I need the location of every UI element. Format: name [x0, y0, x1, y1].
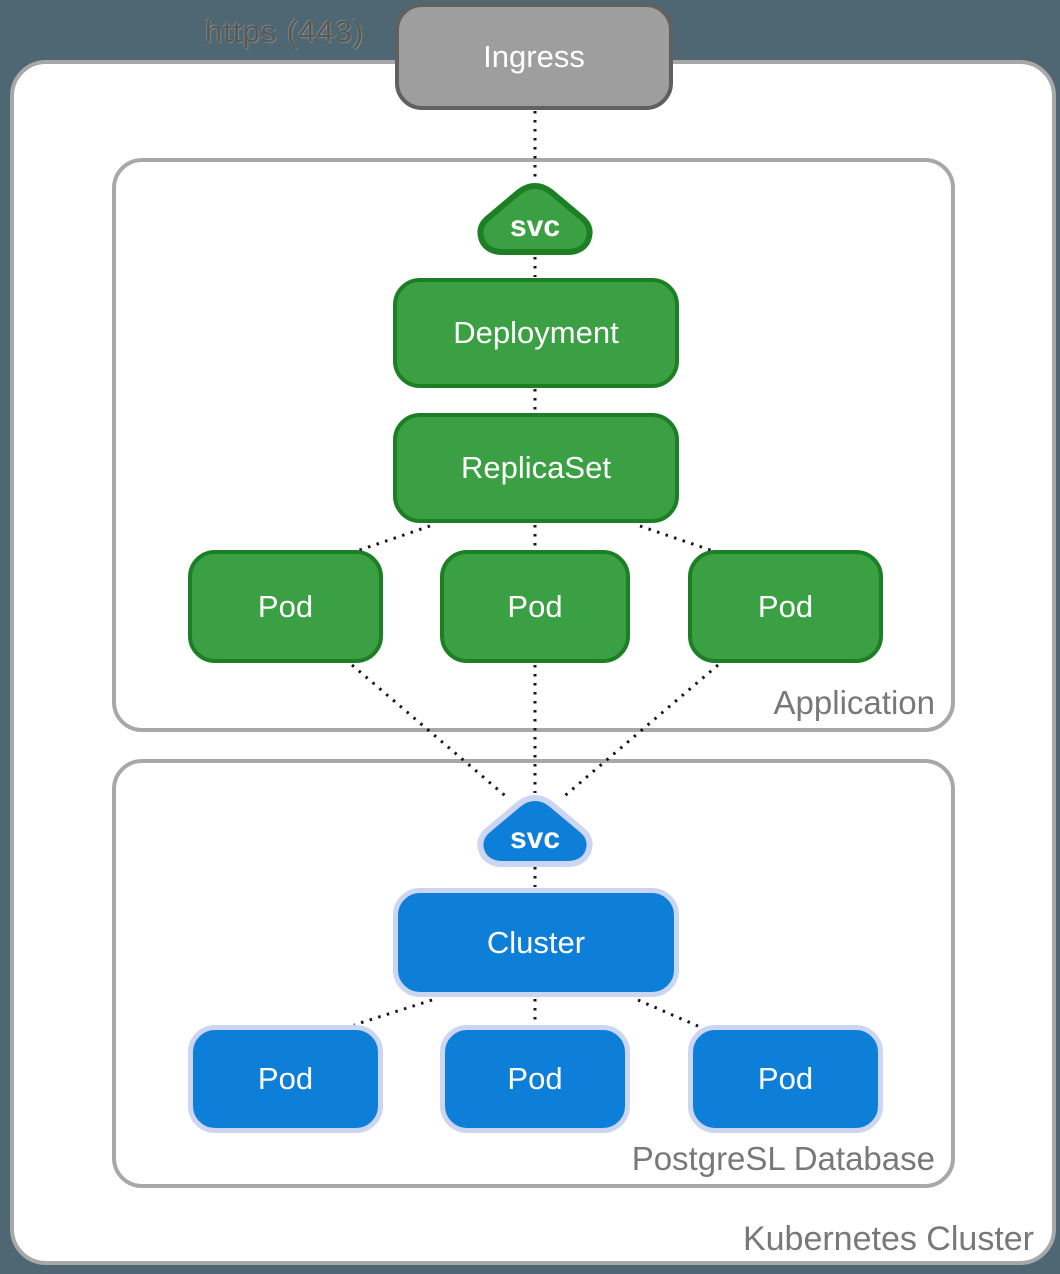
db-cluster-node: Cluster: [393, 888, 679, 997]
db-pod-node-3: Pod: [688, 1025, 883, 1133]
pod-node-label: Pod: [257, 588, 314, 624]
db-pod-node-2: Pod: [440, 1025, 630, 1133]
ingress-node-label: Ingress: [483, 38, 585, 74]
replicaset-node: ReplicaSet: [393, 413, 679, 523]
pod-node-label: Pod: [757, 588, 814, 624]
application-label: Application: [773, 684, 935, 721]
ingress-node: Ingress: [395, 3, 673, 110]
app-pod-node-3: Pod: [688, 550, 883, 663]
app-service-label: svc: [509, 210, 561, 243]
kubernetes-cluster-label: Kubernetes Cluster: [742, 1220, 1034, 1258]
service-shape-icon: [477, 794, 593, 867]
pod-node-label: Pod: [757, 1061, 814, 1096]
pod-node-label: Pod: [507, 588, 563, 624]
app-pod-node-2: Pod: [440, 550, 630, 663]
db-service-node: svc: [477, 794, 593, 868]
replicaset-node-label: ReplicaSet: [461, 450, 611, 485]
database-label: PostgreSL Database: [631, 1140, 935, 1177]
deployment-node-label: Deployment: [453, 315, 619, 350]
app-pod-node-1: Pod: [188, 550, 383, 663]
https-port-label: https (443): [205, 14, 365, 49]
deployment-node: Deployment: [393, 278, 679, 388]
db-service-label: svc: [509, 822, 561, 855]
db-cluster-node-label: Cluster: [486, 924, 586, 960]
pod-node-label: Pod: [257, 1061, 314, 1096]
pod-node-label: Pod: [507, 1061, 563, 1096]
service-shape-icon: [477, 182, 593, 255]
app-service-node: svc: [477, 182, 593, 256]
db-pod-node-1: Pod: [188, 1025, 383, 1133]
